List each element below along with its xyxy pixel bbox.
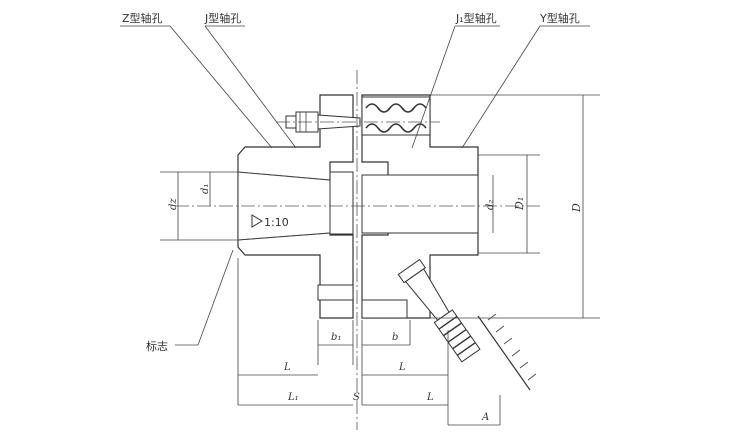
- dim-D1: D₁: [513, 197, 526, 211]
- dim-A: A: [481, 412, 489, 423]
- right-half-coupling: [361, 94, 479, 319]
- dim-d1: d₁: [200, 184, 211, 194]
- label-mark: 标志: [146, 339, 168, 353]
- dim-dz: dz: [168, 198, 179, 210]
- dim-S: S: [353, 392, 360, 403]
- wall-hatch: [477, 313, 537, 391]
- leader-lines: [120, 25, 590, 346]
- left-half-coupling: [237, 94, 354, 319]
- dim-d2: d₂: [485, 200, 496, 210]
- label-y-bore: Y型轴孔: [539, 11, 580, 25]
- pin-bolt: [276, 111, 440, 133]
- dim-b: b: [392, 332, 398, 343]
- taper-symbol-icon: [251, 214, 263, 228]
- dim-D: D: [570, 203, 583, 213]
- label-taper: 1:10: [264, 216, 289, 229]
- label-j1-bore: J₁型轴孔: [455, 11, 497, 25]
- label-z-bore: Z型轴孔: [122, 11, 163, 25]
- dim-L-right: L: [398, 362, 406, 373]
- inclined-pin: [397, 258, 481, 363]
- dim-L1: L₁: [287, 392, 299, 403]
- dim-b1: b₁: [331, 332, 341, 343]
- dimension-lines: [160, 94, 600, 426]
- dim-L-left: L: [283, 362, 291, 373]
- dim-L-bottom-right: L: [426, 392, 434, 403]
- label-j-bore: J型轴孔: [204, 11, 241, 25]
